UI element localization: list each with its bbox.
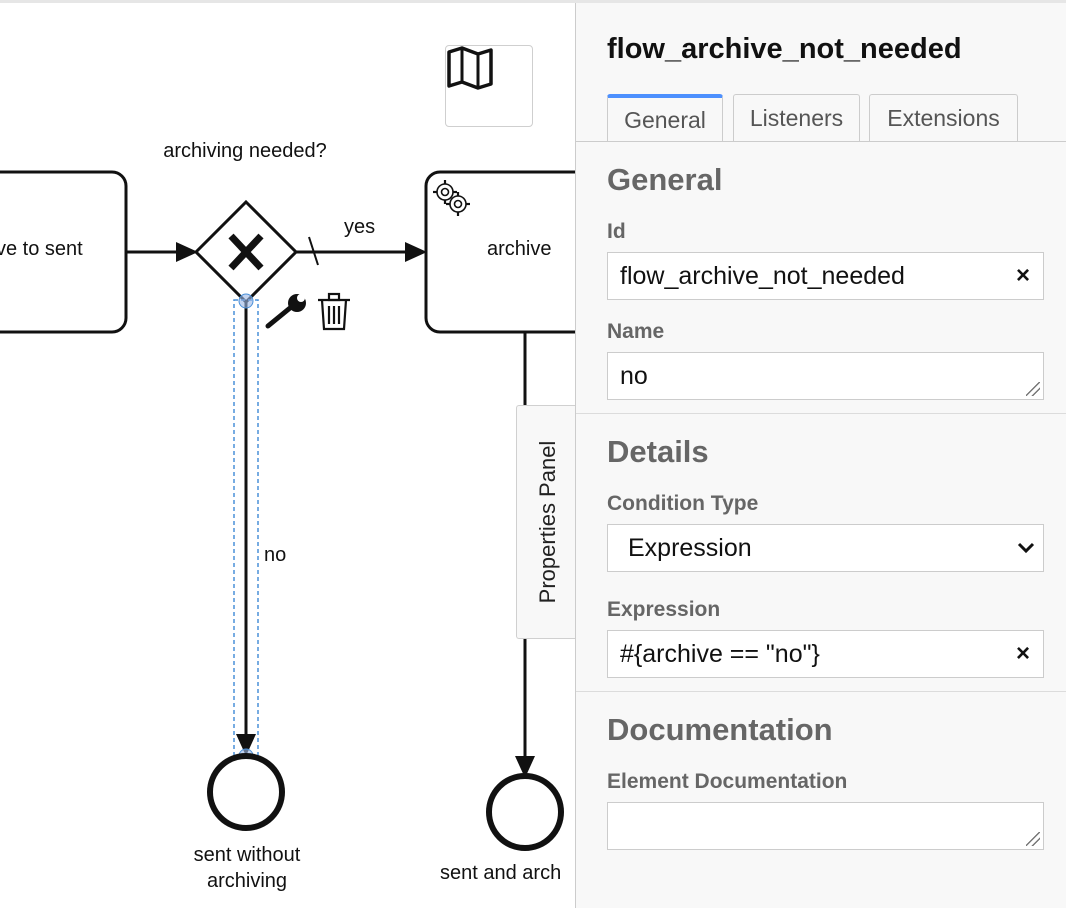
end-left-label[interactable]: sent without archiving xyxy=(194,842,301,894)
panel-title: flow_archive_not_needed xyxy=(607,33,962,65)
tab-listeners[interactable]: Listeners xyxy=(733,94,860,142)
end-left-label-line1: sent without xyxy=(193,844,301,866)
task-archive[interactable] xyxy=(424,170,576,334)
flow-to-gateway-arrow xyxy=(176,242,198,262)
wrench-icon[interactable] xyxy=(265,294,306,329)
expression-clear-button[interactable]: × xyxy=(1015,640,1030,667)
end-event-right[interactable] xyxy=(486,773,564,851)
group-title-general: General xyxy=(607,162,723,197)
top-border xyxy=(0,0,1066,3)
group-divider xyxy=(576,413,1066,414)
group-title-details: Details xyxy=(607,434,709,469)
group-title-documentation: Documentation xyxy=(607,712,833,747)
waypoint-start-handle[interactable] xyxy=(238,293,254,309)
expression-value[interactable]: #{archive == "no"} xyxy=(620,639,820,668)
id-clear-button[interactable]: × xyxy=(1015,262,1030,289)
properties-panel-toggle[interactable]: Properties Panel xyxy=(516,405,576,639)
expression-label: Expression xyxy=(607,598,721,621)
gateway-x-icon xyxy=(228,233,264,271)
id-value[interactable]: flow_archive_not_needed xyxy=(620,261,905,290)
minimap-toggle-button[interactable] xyxy=(445,45,533,127)
end-right-label[interactable]: sent and arch xyxy=(440,862,562,884)
condition-type-label: Condition Type xyxy=(607,492,759,515)
name-label: Name xyxy=(607,320,665,343)
element-documentation-field[interactable] xyxy=(607,802,1044,850)
flow-no-arrow xyxy=(236,734,256,756)
tab-extensions[interactable]: Extensions xyxy=(869,94,1018,142)
task-left-label: ve to sent xyxy=(0,238,83,260)
map-icon xyxy=(447,46,493,90)
chevron-down-icon[interactable] xyxy=(1009,538,1043,559)
end-left-label-line2: archiving xyxy=(206,870,288,892)
resize-handle[interactable] xyxy=(1026,832,1040,846)
diagram-svg[interactable] xyxy=(0,0,576,908)
name-value[interactable]: no xyxy=(620,361,648,390)
id-label: Id xyxy=(607,220,626,243)
group-divider xyxy=(576,691,1066,692)
properties-panel: flow_archive_not_needed General Listener… xyxy=(575,3,1066,908)
diagram-canvas[interactable]: archiving needed? ve to sent archive yes… xyxy=(0,0,576,908)
end-event-left[interactable] xyxy=(207,753,285,831)
flow-yes-label[interactable]: yes xyxy=(344,216,376,238)
flow-archive-arrow xyxy=(515,756,535,778)
properties-panel-toggle-label: Properties Panel xyxy=(534,440,560,604)
condition-type-value[interactable]: Expression xyxy=(628,533,752,562)
flow-yes-arrow xyxy=(405,242,427,262)
flow-no-label[interactable]: no xyxy=(264,544,287,566)
expression-field[interactable]: #{archive == "no"} × xyxy=(607,630,1044,678)
gateway-label[interactable]: archiving needed? xyxy=(163,140,327,162)
element-documentation-label: Element Documentation xyxy=(607,770,848,793)
default-flow-marker xyxy=(308,236,319,266)
id-field[interactable]: flow_archive_not_needed × xyxy=(607,252,1044,300)
resize-handle[interactable] xyxy=(1026,382,1040,396)
tab-bar-line xyxy=(576,141,1066,142)
tab-general[interactable]: General xyxy=(607,94,723,142)
name-field[interactable]: no xyxy=(607,352,1044,400)
task-archive-label: archive xyxy=(487,238,552,260)
trash-icon[interactable] xyxy=(318,292,350,331)
condition-type-select[interactable]: Expression xyxy=(607,524,1044,572)
gear-icon xyxy=(433,180,470,216)
